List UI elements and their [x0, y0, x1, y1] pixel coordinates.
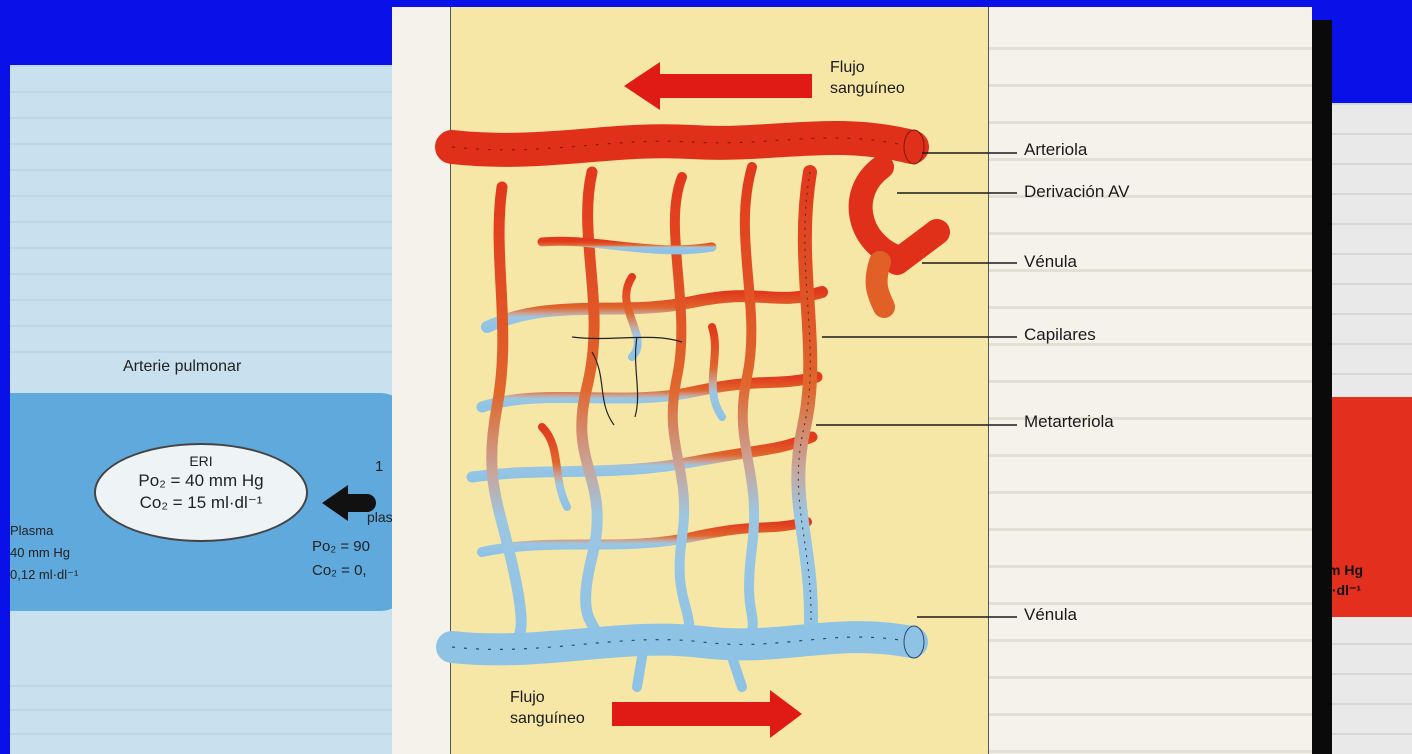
right-values: m Hg l·dl⁻¹	[1328, 560, 1363, 600]
faded-text-block	[10, 65, 410, 365]
flow-label-top: Flujo sanguíneo	[830, 57, 905, 99]
plasma-pressure: 40 mm Hg	[10, 542, 78, 564]
leader-lines	[816, 153, 1017, 617]
eri-ellipse: ERI Po₂ = 40 mm Hg Co₂ = 15 ml·dl⁻¹	[94, 443, 308, 542]
plasma-label: Plasma	[10, 520, 78, 542]
flow-arrow-top	[624, 62, 812, 110]
label-arteriola: Arteriola	[1024, 140, 1087, 160]
eri-po2: Po₂ = 40 mm Hg	[96, 471, 306, 491]
eri-title: ERI	[96, 453, 306, 469]
capillary-network	[472, 167, 822, 647]
label-venula-top: Vénula	[1024, 252, 1077, 272]
po2-right: Po₂ = 90	[312, 535, 370, 559]
label-metarteriola: Metarteriola	[1024, 412, 1114, 432]
label-venula-bottom: Vénula	[1024, 605, 1077, 625]
arteriole	[452, 130, 924, 164]
plasma-values: Plasma 40 mm Hg 0,12 ml·dl⁻¹	[10, 520, 78, 586]
flow-bottom-line1: Flujo	[510, 687, 585, 708]
av-shunt	[861, 167, 937, 307]
main-page: Flujo sanguíneo Arteriola Derivación AV …	[392, 7, 1312, 754]
eri-co2: Co₂ = 15 ml·dl⁻¹	[96, 493, 306, 513]
plasma-concentration: 0,12 ml·dl⁻¹	[10, 564, 78, 586]
flow-label-bottom: Flujo sanguíneo	[510, 687, 585, 729]
left-background-page: Arterie pulmonar ERI Po₂ = 40 mm Hg Co₂ …	[10, 65, 410, 754]
co2-right: Co₂ = 0,	[312, 559, 370, 583]
label-derivacion: Derivación AV	[1024, 182, 1130, 202]
right-gas-values: Po₂ = 90 Co₂ = 0,	[312, 535, 370, 583]
artery-label: Arterie pulmonar	[123, 358, 241, 376]
flow-top-line1: Flujo	[830, 57, 905, 78]
faded-text-block	[10, 685, 410, 754]
venule-bottom	[452, 626, 924, 687]
right-value-line1: m Hg	[1328, 560, 1363, 580]
right-value-line2: l·dl⁻¹	[1328, 580, 1363, 600]
step-number: 1	[375, 458, 383, 475]
plas-label: plas	[367, 509, 393, 525]
label-capilares: Capilares	[1024, 325, 1096, 345]
black-arrow-icon	[322, 485, 348, 521]
flow-arrow-bottom	[612, 690, 802, 738]
flow-top-line2: sanguíneo	[830, 78, 905, 99]
microcirculation-diagram	[392, 7, 1312, 754]
flow-bottom-line2: sanguíneo	[510, 708, 585, 729]
